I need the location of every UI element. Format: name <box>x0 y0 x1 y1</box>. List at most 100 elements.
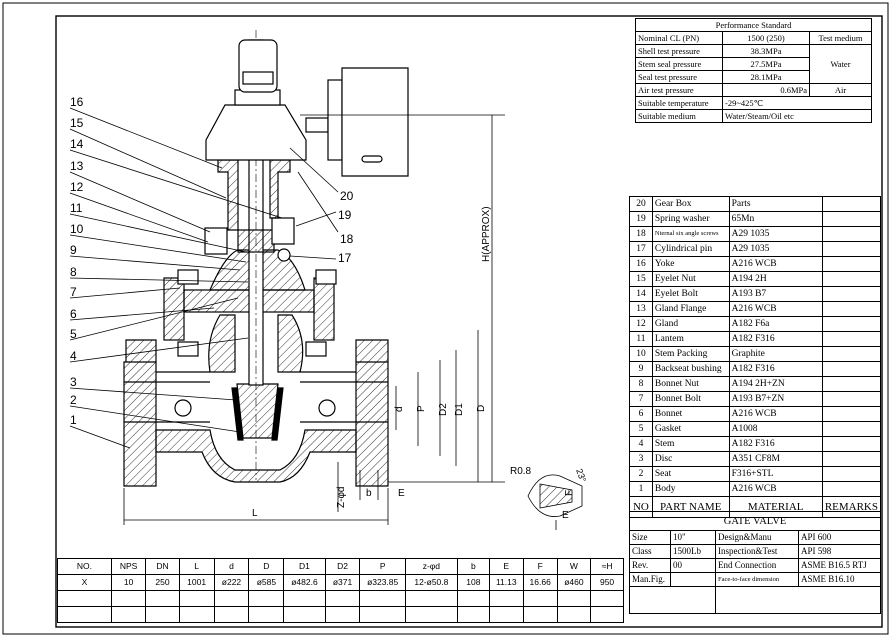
size-value: 10" <box>670 530 716 545</box>
dim-blank-cell <box>248 606 285 623</box>
perf-temp-value: -29~425℃ <box>722 96 872 110</box>
part-no: 5 <box>629 421 653 437</box>
class-value: 1500Lb <box>670 544 716 559</box>
dim-blank-cell <box>359 590 406 607</box>
perf-value: 0.6MPa <box>722 83 810 97</box>
dim-blank-cell <box>556 590 592 607</box>
part-remarks <box>821 301 882 317</box>
dim-header-cell: D2 <box>324 558 361 575</box>
dim-header-cell: W <box>556 558 592 575</box>
dim-E2: E <box>562 510 569 521</box>
perf-medium: Air <box>809 83 872 97</box>
balloon-7: 7 <box>70 285 77 299</box>
part-name: Body <box>651 481 730 497</box>
inner-frame <box>55 15 883 628</box>
dim-blank-cell <box>283 590 326 607</box>
dim-value-cell: ø460 <box>556 574 592 591</box>
part-name: Lantem <box>651 331 730 347</box>
dim-header-cell: D <box>248 558 285 575</box>
f2f-value: ASME B16.10 <box>798 572 881 587</box>
part-name: Bonnet <box>651 406 730 422</box>
dim-blank-cell <box>110 606 147 623</box>
part-material: A216 WCB <box>728 301 823 317</box>
fig-label: Man.Fig. <box>629 572 671 587</box>
part-remarks <box>821 466 882 482</box>
part-name: Spring washer <box>651 211 730 227</box>
dim-F: F <box>564 490 575 496</box>
part-no: 3 <box>629 451 653 467</box>
balloon-15: 15 <box>70 116 84 130</box>
part-name: Stem <box>651 436 730 452</box>
part-remarks <box>821 481 882 497</box>
dim-value-cell: 11.13 <box>488 574 524 591</box>
dim-blank-cell <box>178 590 215 607</box>
part-remarks <box>821 196 882 212</box>
dim-blank-cell <box>590 590 624 607</box>
dim-blank-cell <box>556 606 592 623</box>
part-material: A182 F316 <box>728 331 823 347</box>
dim-L: L <box>252 508 258 519</box>
part-remarks <box>821 316 882 332</box>
part-no: 14 <box>629 286 653 302</box>
part-material: A182 F6a <box>728 316 823 332</box>
part-material: A29 1035 <box>728 226 823 242</box>
part-remarks <box>821 241 882 257</box>
dimension-lines <box>123 114 583 530</box>
balloon-6: 6 <box>70 307 77 321</box>
dim-d: d <box>394 406 405 412</box>
dim-H: H(APPROX) <box>481 206 492 262</box>
dim-value-cell: ø482.6 <box>283 574 326 591</box>
perf-row: Nominal CL (PN)1500 (250)Test medium <box>635 31 872 45</box>
part-name: Gasket <box>651 421 730 437</box>
part-material: A1008 <box>728 421 823 437</box>
part-name: Nternal six angle screws <box>651 226 730 242</box>
part-no: 19 <box>629 211 653 227</box>
dim-blank-cell <box>324 590 361 607</box>
dim-blank-cell <box>283 606 326 623</box>
balloon-10: 10 <box>70 222 84 236</box>
part-no: 4 <box>629 436 653 452</box>
dim-D2: D2 <box>438 403 449 416</box>
balloon-16: 16 <box>70 95 84 109</box>
part-no: 6 <box>629 406 653 422</box>
balloon-13: 13 <box>70 159 84 173</box>
perf-label: Seal test pressure <box>635 70 723 84</box>
dim-header-cell: b <box>456 558 490 575</box>
dim-value-cell: 108 <box>456 574 490 591</box>
dim-header-cell: P <box>359 558 406 575</box>
part-material: F316+STL <box>728 466 823 482</box>
part-no: 8 <box>629 376 653 392</box>
perf-label: Air test pressure <box>635 83 723 97</box>
balloon-14: 14 <box>70 137 84 151</box>
end-value: ASME B16.5 RTJ <box>798 558 881 573</box>
balloon-9: 9 <box>70 243 77 257</box>
balloon-1: 1 <box>70 413 77 427</box>
fig-value <box>670 572 716 587</box>
leader-lines <box>69 107 339 449</box>
dim-blank-cell <box>456 590 490 607</box>
dim-header-cell: NPS <box>110 558 147 575</box>
part-name: Backseat bushing <box>651 361 730 377</box>
part-remarks <box>821 331 882 347</box>
drawing-title: GATE VALVE <box>629 511 881 531</box>
part-no: 7 <box>629 391 653 407</box>
dim-value-cell: 12-ø50.8 <box>404 574 458 591</box>
rev-value: 00 <box>670 558 716 573</box>
part-material: A182 F316 <box>728 436 823 452</box>
dim-value-cell: X <box>57 574 112 591</box>
dim-blank-cell <box>522 590 558 607</box>
part-name: Gland Flange <box>651 301 730 317</box>
perf-row: Suitable temperature-29~425℃ <box>635 96 872 110</box>
part-name: Eyelet Nut <box>651 271 730 287</box>
dim-R: R0.8 <box>510 466 532 477</box>
performance-table: Performance Standard Nominal CL (PN)1500… <box>635 18 872 123</box>
